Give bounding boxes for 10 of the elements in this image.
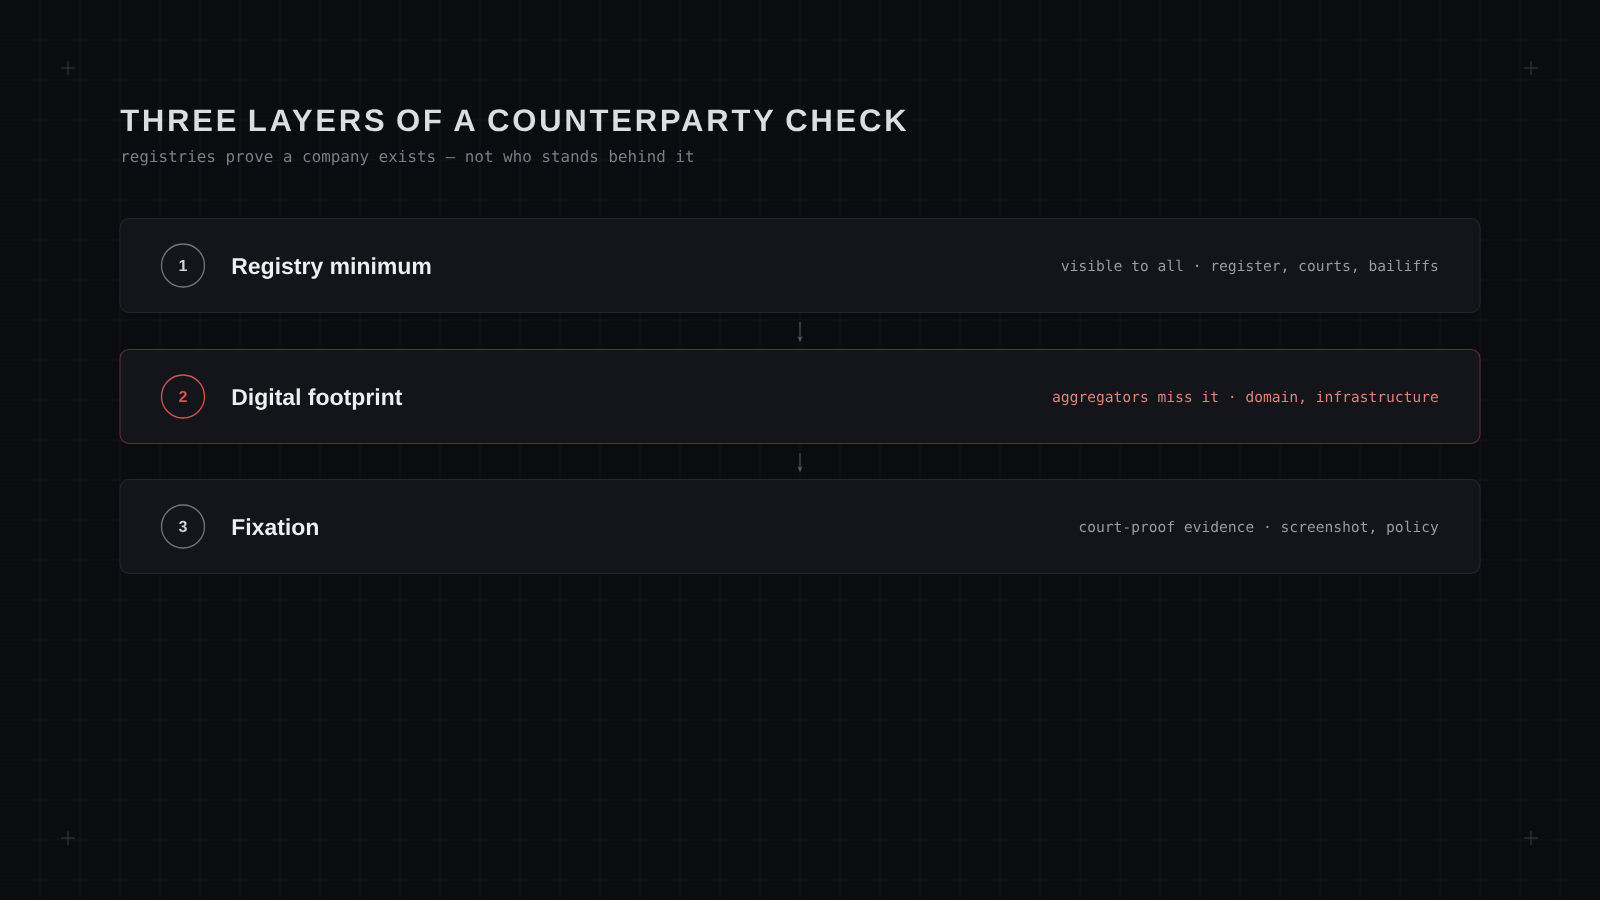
layer-note: visible to all · register, courts, bailiffs xyxy=(1061,259,1438,275)
layer-title: Registry minimum xyxy=(232,257,431,279)
title: THREE LAYERS OF A COUNTERPARTY CHECK xyxy=(120,109,907,132)
layer-title: Digital footprint xyxy=(232,388,403,410)
layer-note: aggregators miss it · domain, infrastructure xyxy=(1053,390,1438,406)
layer-title: Fixation xyxy=(232,518,318,536)
subtitle: registries prove a company exists — not who stands behind it xyxy=(123,149,693,166)
arrow xyxy=(798,452,802,472)
layer-note: court-proof evidence · screenshot, policy xyxy=(1079,520,1439,536)
arrow xyxy=(798,321,802,342)
